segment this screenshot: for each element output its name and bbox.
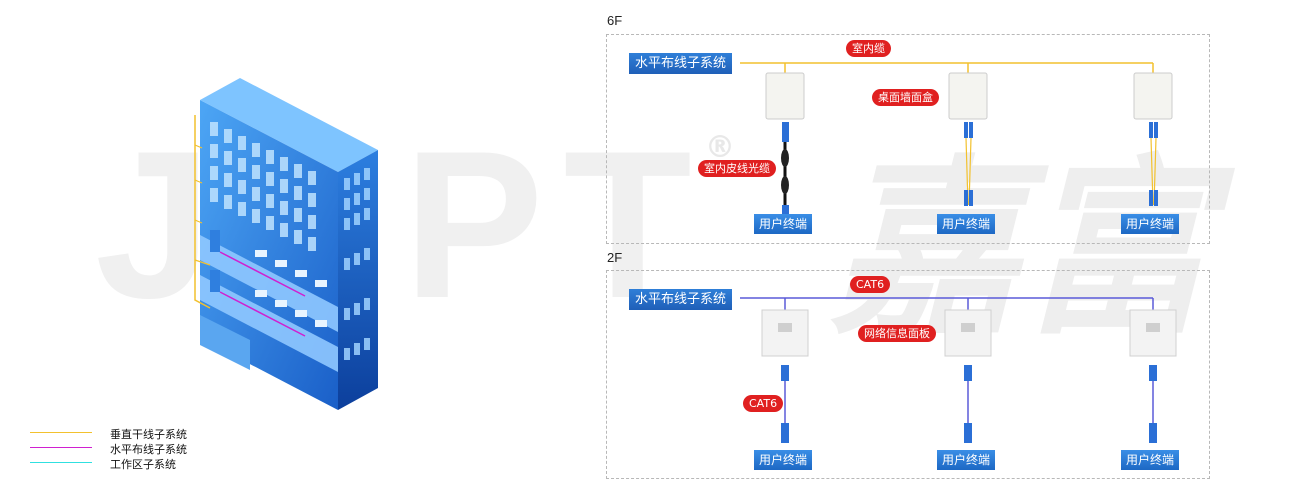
floor-6f-box [606, 34, 1210, 244]
user-terminal-6f-1: 用户终端 [754, 214, 813, 234]
legend-label: 水平布线子系统 [110, 443, 187, 456]
info-panel-tag: 网络信息面板 [858, 325, 936, 342]
floor-2f-wiring [740, 297, 1177, 443]
cat6-cable-tag: CAT6 [850, 276, 891, 293]
legend-label: 工作区子系统 [110, 458, 176, 471]
legend-line-yellow [30, 432, 92, 433]
floor-label-6f: 6F [607, 13, 623, 28]
drop-cable-tag: 室内皮线光缆 [698, 160, 776, 177]
floor-label-2f: 2F [607, 250, 623, 265]
legend-line-magenta [30, 447, 92, 448]
building-illustration [194, 78, 378, 410]
user-terminal-6f-2: 用户终端 [937, 214, 996, 234]
wall-box-tag: 桌面墙面盒 [872, 89, 939, 106]
horizontal-system-tag-6f: 水平布线子系统 [629, 53, 733, 74]
user-terminal-6f-3: 用户终端 [1121, 214, 1180, 234]
user-terminal-2f-3: 用户终端 [1121, 450, 1180, 470]
indoor-cable-tag: 室内缆 [846, 40, 891, 57]
cat6-drop-tag: CAT6 [743, 395, 784, 412]
user-terminal-2f-2: 用户终端 [937, 450, 996, 470]
horizontal-system-tag-2f: 水平布线子系统 [629, 289, 733, 310]
wall-box-1 [765, 72, 805, 120]
user-terminal-2f-1: 用户终端 [754, 450, 813, 470]
floor-2f-box [606, 270, 1210, 479]
floor-6f-wiring [740, 62, 1173, 225]
legend-line-cyan [30, 462, 92, 463]
legend-label: 垂直干线子系统 [110, 428, 187, 441]
